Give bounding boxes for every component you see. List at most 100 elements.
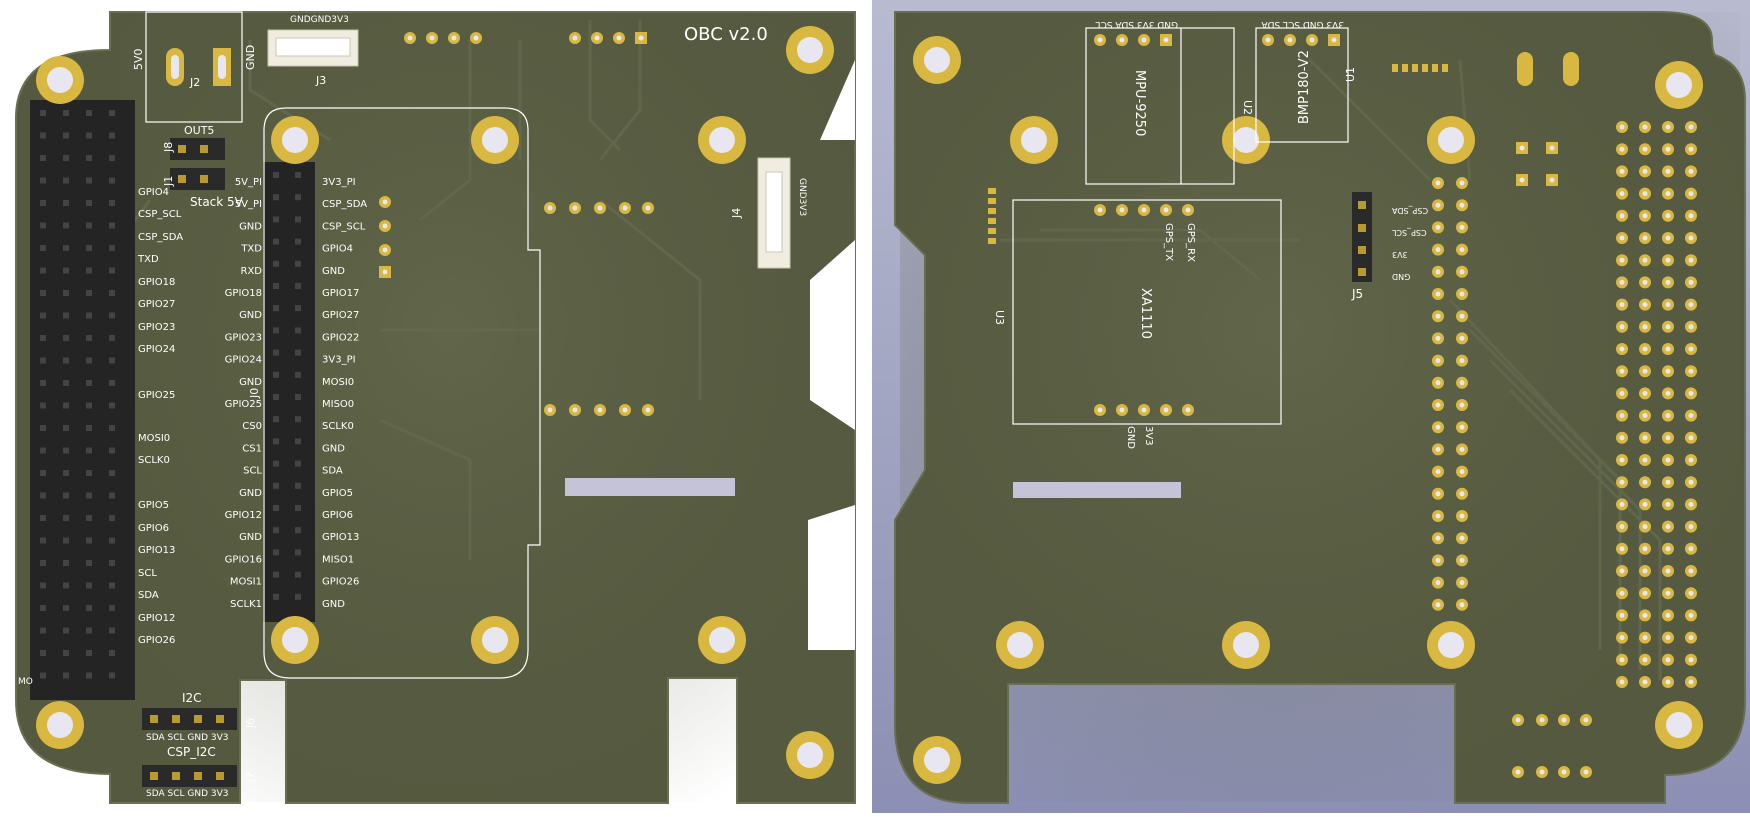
header-pin [40, 672, 46, 679]
pad-drill [1688, 235, 1694, 241]
pi-header-left-pin-label: 5V_PI [235, 177, 262, 188]
header-pin [295, 571, 301, 578]
mounting-hole-drill [924, 47, 950, 73]
header-pin [295, 349, 301, 356]
mounting-hole-drill [282, 127, 308, 153]
j7-csp-i2c-header[interactable] [142, 765, 237, 787]
j4-jst-connector[interactable] [757, 157, 791, 269]
pad-drill [1459, 402, 1465, 408]
j5-header[interactable] [1352, 192, 1372, 282]
pad-drill [1459, 557, 1465, 563]
pi-header-right-pin-label: GND [322, 443, 345, 454]
pad-drill [1619, 546, 1625, 552]
j1-stack5v-header[interactable] [170, 168, 225, 190]
header-pin [40, 582, 46, 589]
header-pin [63, 447, 69, 454]
header-pin [63, 582, 69, 589]
header-pin [63, 357, 69, 364]
pad-drill [1435, 224, 1441, 230]
header-pin [295, 394, 301, 400]
header-pin [40, 650, 46, 656]
xa-name: XA1110 [1138, 288, 1153, 339]
header-pin [63, 627, 69, 634]
pad-drill [1642, 457, 1648, 463]
pad-drill [1688, 501, 1694, 507]
header-pin [109, 222, 115, 229]
header-pin [40, 380, 46, 386]
header-pin [295, 194, 301, 201]
header-pin [273, 482, 279, 489]
header-pin [295, 416, 301, 423]
pad-drill [1435, 424, 1441, 430]
header-pin [109, 155, 115, 161]
pad-drill [1688, 302, 1694, 308]
j5-pin-label: CSP_SDA [1391, 206, 1428, 215]
pad-drill [1642, 657, 1648, 663]
j2-power-connector[interactable] [145, 11, 243, 123]
header-pin [63, 155, 69, 161]
mounting-hole-drill [482, 627, 508, 653]
pi-header-right-pin-label: CSP_SCL [322, 221, 366, 232]
pad-drill [645, 407, 651, 413]
slot-pad [1563, 52, 1579, 86]
bmp180-footprint[interactable] [1255, 27, 1349, 143]
header-pin [1358, 246, 1366, 254]
header-pin [86, 402, 92, 409]
xa1110-footprint[interactable] [1012, 199, 1282, 425]
pad-drill [1665, 346, 1671, 352]
pad-drill [1642, 612, 1648, 618]
pi-header-left-pin-label: GND [239, 377, 262, 388]
pi-header-right-pin-label: MISO1 [322, 554, 354, 565]
header-pin [109, 402, 115, 409]
header-pin [40, 267, 46, 274]
header-pin [109, 110, 115, 116]
pad-drill [1459, 535, 1465, 541]
header-pin [86, 470, 92, 476]
pad-drill [1642, 324, 1648, 330]
pad-drill [1163, 207, 1169, 213]
j6-pin-labels: SDA SCL GND 3V3 [146, 733, 228, 743]
pad-drill [1435, 380, 1441, 386]
pad-drill [1459, 247, 1465, 253]
header-pin [86, 380, 92, 386]
pad-drill [382, 269, 388, 275]
j3-ref: J3 [315, 74, 326, 87]
header-pin [86, 537, 92, 544]
pad-drill [1688, 635, 1694, 641]
mpu-9250-footprint[interactable] [1085, 27, 1235, 185]
pad-drill [1141, 37, 1147, 43]
stacking-header-pin-label: SCLK0 [138, 455, 170, 466]
pad-drill [1459, 269, 1465, 275]
header-pin [86, 200, 92, 206]
j4-ref: J4 [730, 208, 743, 219]
pad-drill [1642, 146, 1648, 152]
header-pin [109, 200, 115, 206]
header-pin [109, 627, 115, 634]
j6-i2c-header[interactable] [142, 708, 237, 730]
j3-jst-connector[interactable] [267, 29, 359, 67]
pi-header-right-pin-label: GND [322, 266, 345, 277]
header-pin [40, 402, 46, 409]
pad-drill [1583, 769, 1589, 775]
header-pin [86, 582, 92, 589]
smd-pad [1392, 64, 1398, 72]
pad-drill [1619, 324, 1625, 330]
pad-drill [407, 35, 413, 41]
pad-drill [1163, 37, 1169, 43]
header-pin [63, 380, 69, 386]
pi-header-left-pin-label: SCL [243, 466, 262, 477]
pad-drill [1619, 635, 1625, 641]
pad-drill [1642, 679, 1648, 685]
mounting-hole-drill [924, 747, 950, 773]
pad-drill [1642, 168, 1648, 174]
header-pin [63, 132, 69, 139]
j8-out5-header[interactable] [170, 138, 225, 160]
header-pin [109, 245, 115, 251]
pad-drill [1561, 717, 1567, 723]
pad-drill [1642, 124, 1648, 130]
header-pin [40, 470, 46, 476]
xa-ref: U3 [993, 310, 1006, 325]
pad-drill [1119, 207, 1125, 213]
pad-drill [382, 199, 388, 205]
